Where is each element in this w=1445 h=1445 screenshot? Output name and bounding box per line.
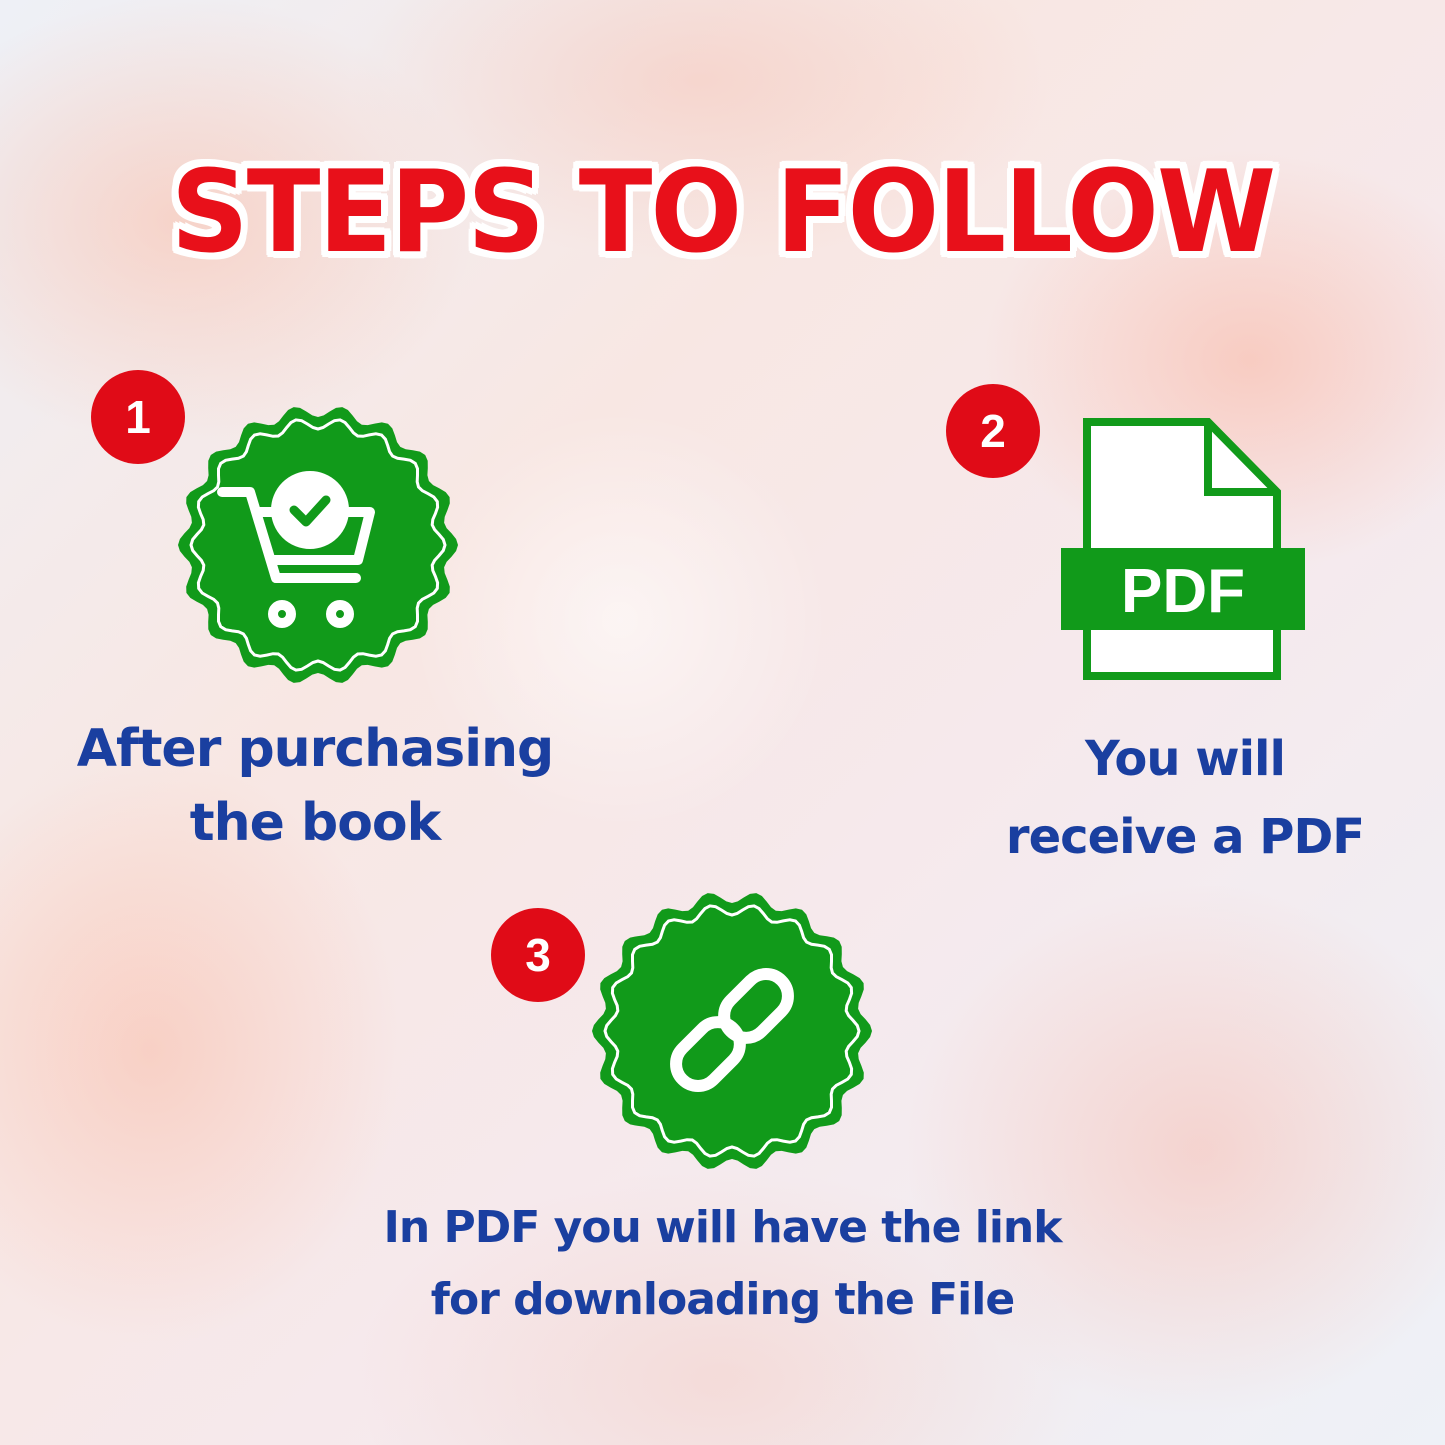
step-3-caption-line1: In PDF you will have the link	[383, 1202, 1062, 1253]
step-3-caption: In PDF you will have the link for downlo…	[330, 1192, 1115, 1336]
page-title: STEPS TO FOLLOW	[170, 146, 1276, 279]
step-1-caption-line1: After purchasing	[76, 719, 555, 779]
step-1-seal	[178, 407, 458, 683]
step-3-seal	[592, 893, 872, 1169]
step-2-caption: You will receive a PDF	[980, 720, 1390, 876]
step-1-number-badge: 1	[91, 370, 185, 464]
step-3-caption-line2: for downloading the File	[430, 1274, 1015, 1325]
shopping-cart-check-icon	[217, 471, 375, 628]
pdf-label: PDF	[1121, 557, 1245, 626]
pdf-file-icon: PDF	[1061, 418, 1305, 680]
step-2-caption-line2: receive a PDF	[1005, 809, 1365, 865]
step-1-caption-line2: the book	[189, 793, 442, 853]
step-2-number-badge: 2	[946, 384, 1040, 478]
step-1-caption: After purchasing the book	[60, 712, 570, 860]
step-2-caption-line1: You will	[1085, 731, 1286, 787]
link-icon	[670, 968, 794, 1092]
step-3-number-badge: 3	[491, 908, 585, 1002]
